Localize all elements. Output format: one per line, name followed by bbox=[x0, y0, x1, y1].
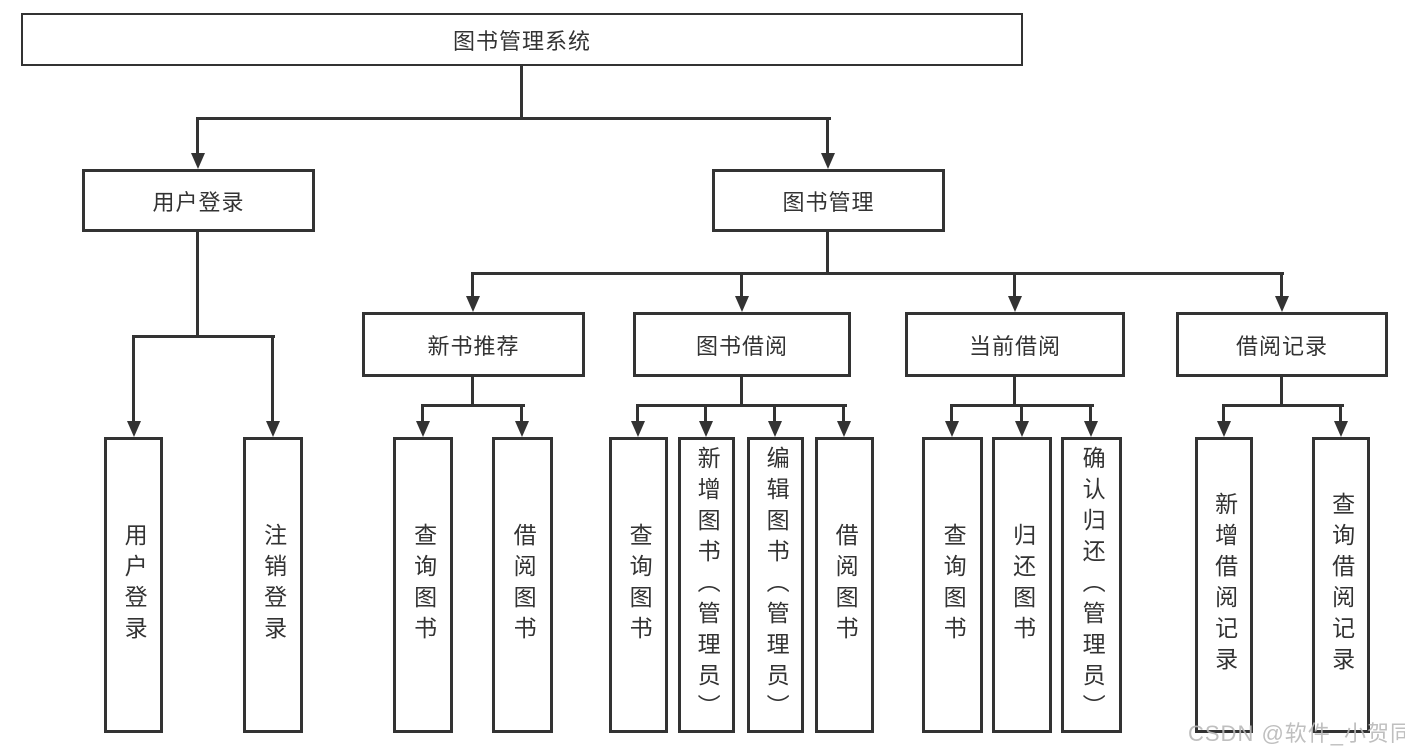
node-root-label: 图书管理系统 bbox=[452, 28, 591, 54]
connector-line bbox=[826, 117, 829, 156]
leaf-query-book-current: 查询图书 bbox=[922, 437, 983, 733]
leaf-logout-label: 注销登录 bbox=[260, 523, 287, 647]
connector-line bbox=[196, 230, 199, 338]
connector-line bbox=[1339, 404, 1342, 424]
connector-line bbox=[704, 404, 707, 424]
node-user-login: 用户登录 bbox=[82, 169, 315, 232]
connector-line bbox=[1089, 404, 1092, 424]
node-borrow-records-label: 借阅记录 bbox=[1235, 333, 1328, 359]
connector-line bbox=[520, 64, 523, 120]
arrow-down bbox=[735, 296, 749, 312]
connector-line bbox=[197, 117, 831, 120]
arrow-down bbox=[821, 153, 835, 169]
arrow-down bbox=[768, 421, 782, 437]
connector-line bbox=[520, 404, 523, 424]
connector-line bbox=[471, 272, 474, 300]
node-book-borrow-label: 图书借阅 bbox=[695, 333, 788, 359]
connector-line bbox=[1280, 272, 1283, 300]
node-current-borrow-label: 当前借阅 bbox=[968, 333, 1061, 359]
connector-line bbox=[1280, 374, 1283, 407]
connector-line bbox=[132, 335, 275, 338]
connector-line bbox=[471, 272, 1284, 275]
connector-line bbox=[1013, 374, 1016, 407]
node-root: 图书管理系统 bbox=[21, 13, 1023, 66]
arrow-down bbox=[1275, 296, 1289, 312]
csdn-watermark: CSDN @软件_小贺同学 bbox=[1188, 721, 1405, 746]
leaf-query-book-recommend-label: 查询图书 bbox=[410, 523, 437, 647]
arrow-down bbox=[266, 421, 280, 437]
connector-line bbox=[132, 335, 135, 424]
leaf-add-borrow-record-label: 新增借阅记录 bbox=[1211, 492, 1238, 678]
connector-line bbox=[196, 117, 199, 156]
leaf-return-book-label: 归还图书 bbox=[1009, 523, 1036, 647]
leaf-edit-book-admin-label: 编辑图书（管理员） bbox=[763, 445, 790, 725]
connector-line bbox=[773, 404, 776, 424]
node-book-borrow: 图书借阅 bbox=[633, 312, 851, 377]
connector-line bbox=[421, 404, 424, 424]
leaf-query-borrow-record: 查询借阅记录 bbox=[1312, 437, 1370, 733]
connector-line bbox=[740, 374, 743, 407]
arrow-down bbox=[515, 421, 529, 437]
connector-line bbox=[842, 404, 845, 424]
leaf-confirm-return-admin: 确认归还（管理员） bbox=[1061, 437, 1122, 733]
connector-line bbox=[740, 272, 743, 300]
connector-line bbox=[636, 404, 639, 424]
node-new-book-recommend: 新书推荐 bbox=[362, 312, 585, 377]
leaf-borrow-book-recommend-label: 借阅图书 bbox=[510, 523, 537, 647]
arrow-down bbox=[1084, 421, 1098, 437]
connector-line bbox=[1222, 404, 1344, 407]
arrow-down bbox=[699, 421, 713, 437]
leaf-add-borrow-record: 新增借阅记录 bbox=[1195, 437, 1253, 733]
connector-line bbox=[1013, 272, 1016, 300]
leaf-query-book-borrow: 查询图书 bbox=[609, 437, 668, 733]
connector-line bbox=[826, 230, 829, 275]
connector-line bbox=[271, 335, 274, 424]
node-borrow-records: 借阅记录 bbox=[1176, 312, 1388, 377]
node-new-book-recommend-label: 新书推荐 bbox=[427, 333, 520, 359]
leaf-return-book: 归还图书 bbox=[992, 437, 1052, 733]
connector-line bbox=[1222, 404, 1225, 424]
connector-line bbox=[950, 404, 953, 424]
arrow-down bbox=[1008, 296, 1022, 312]
leaf-query-book-recommend: 查询图书 bbox=[393, 437, 453, 733]
leaf-borrow-book: 借阅图书 bbox=[815, 437, 874, 733]
leaf-user-login: 用户登录 bbox=[104, 437, 163, 733]
leaf-edit-book-admin: 编辑图书（管理员） bbox=[747, 437, 804, 733]
arrow-down bbox=[631, 421, 645, 437]
node-user-login-label: 用户登录 bbox=[152, 189, 245, 215]
arrow-down bbox=[1217, 421, 1231, 437]
leaf-query-borrow-record-label: 查询借阅记录 bbox=[1328, 492, 1355, 678]
leaf-query-book-borrow-label: 查询图书 bbox=[626, 523, 653, 647]
node-current-borrow: 当前借阅 bbox=[905, 312, 1125, 377]
arrow-down bbox=[191, 153, 205, 169]
leaf-add-book-admin-label: 新增图书（管理员） bbox=[694, 445, 721, 725]
connector-line bbox=[421, 404, 525, 407]
leaf-add-book-admin: 新增图书（管理员） bbox=[678, 437, 735, 733]
arrow-down bbox=[466, 296, 480, 312]
node-book-management-label: 图书管理 bbox=[782, 189, 875, 215]
connector-line bbox=[636, 404, 847, 407]
arrow-down bbox=[945, 421, 959, 437]
arrow-down bbox=[127, 421, 141, 437]
arrow-down bbox=[837, 421, 851, 437]
leaf-logout: 注销登录 bbox=[243, 437, 303, 733]
leaf-user-login-label: 用户登录 bbox=[121, 523, 148, 647]
arrow-down bbox=[1334, 421, 1348, 437]
arrow-down bbox=[1015, 421, 1029, 437]
leaf-borrow-book-label: 借阅图书 bbox=[832, 523, 859, 647]
node-book-management: 图书管理 bbox=[712, 169, 945, 232]
connector-line bbox=[1020, 404, 1023, 424]
leaf-confirm-return-admin-label: 确认归还（管理员） bbox=[1079, 445, 1106, 725]
arrow-down bbox=[416, 421, 430, 437]
connector-line bbox=[471, 374, 474, 407]
leaf-query-book-current-label: 查询图书 bbox=[940, 523, 967, 647]
leaf-borrow-book-recommend: 借阅图书 bbox=[492, 437, 553, 733]
